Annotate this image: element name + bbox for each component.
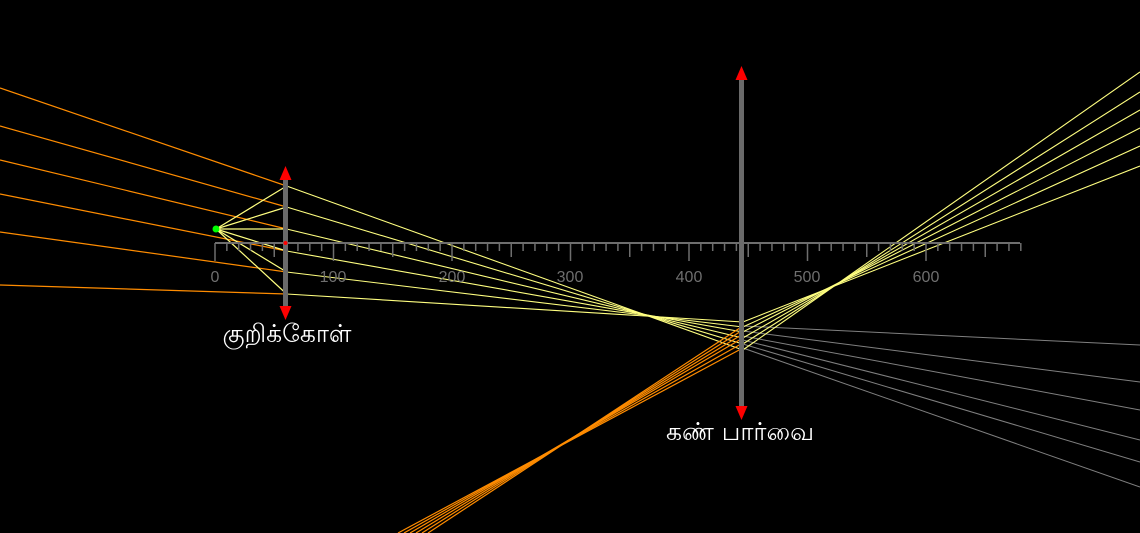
objective-lens-top-arrow[interactable] — [279, 166, 292, 180]
ray-incoming — [0, 193, 287, 252]
eyepiece-lens-bottom-arrow[interactable] — [735, 406, 748, 420]
ray-objective-to-eyepiece — [286, 228, 743, 339]
eyepiece-lens-top-arrow[interactable] — [735, 66, 748, 80]
ruler-label-0: 0 — [211, 269, 220, 286]
ray-virtual — [742, 330, 1140, 383]
ruler-labels: 0 100 200 300 400 500 600 — [211, 269, 940, 286]
ray-object-to-objective — [215, 185, 287, 230]
outgoing-rays-yellow — [742, 71, 1140, 351]
ray-incoming — [0, 87, 287, 187]
ray-objective-to-eyepiece — [286, 250, 743, 333]
ray-virtual — [742, 339, 1140, 441]
ray-incoming — [0, 159, 287, 230]
refracted-rays-yellow — [215, 185, 744, 351]
ruler-ticks — [214, 243, 1022, 261]
virtual-rays-gray — [742, 325, 1140, 488]
ruler-label-600: 600 — [913, 269, 940, 286]
eyepiece-lens-body[interactable] — [739, 78, 744, 408]
objective-center-marker — [283, 241, 288, 245]
ray-objective-to-eyepiece — [286, 271, 743, 328]
incoming-rays-orange — [0, 87, 287, 295]
ray-incoming — [0, 125, 287, 208]
ray-outgoing — [742, 145, 1140, 328]
ruler-label-200: 200 — [439, 269, 466, 286]
objective-lens[interactable] — [279, 166, 292, 320]
ray-outgoing — [742, 91, 1140, 345]
ruler-label-500: 500 — [794, 269, 821, 286]
ray-objective-to-eyepiece — [286, 185, 744, 351]
ray-incoming — [0, 284, 287, 295]
ray-outgoing — [742, 109, 1140, 339]
eyepiece-lens[interactable] — [735, 66, 748, 420]
ray-object-to-objective — [215, 206, 287, 230]
ray-incoming — [0, 231, 287, 273]
ray-eyepiece-incoming — [427, 325, 744, 533]
ray-outgoing — [742, 71, 1140, 351]
ruler-label-100: 100 — [320, 269, 347, 286]
ray-virtual — [742, 343, 1140, 463]
objective-lens-bottom-arrow[interactable] — [279, 306, 292, 320]
eyepiece-lens-label: கண் பார்வை — [666, 417, 814, 446]
ray-outgoing — [742, 127, 1140, 333]
ray-objective-to-eyepiece — [286, 293, 743, 323]
object-point[interactable] — [212, 225, 220, 233]
ray-object-to-objective — [215, 228, 288, 295]
ray-virtual — [742, 325, 1140, 346]
eyepiece-incoming-rays-orange — [397, 325, 744, 533]
ray-eyepiece-incoming — [397, 347, 744, 533]
ruler-label-400: 400 — [676, 269, 703, 286]
ray-objective-to-eyepiece — [286, 206, 743, 345]
objective-lens-label: குறிக்கோள் — [223, 319, 352, 350]
ray-virtual — [742, 335, 1140, 411]
measurement-ruler: 0 100 200 300 400 500 600 — [211, 242, 1022, 286]
ray-virtual — [742, 347, 1140, 488]
ruler-label-300: 300 — [557, 269, 584, 286]
